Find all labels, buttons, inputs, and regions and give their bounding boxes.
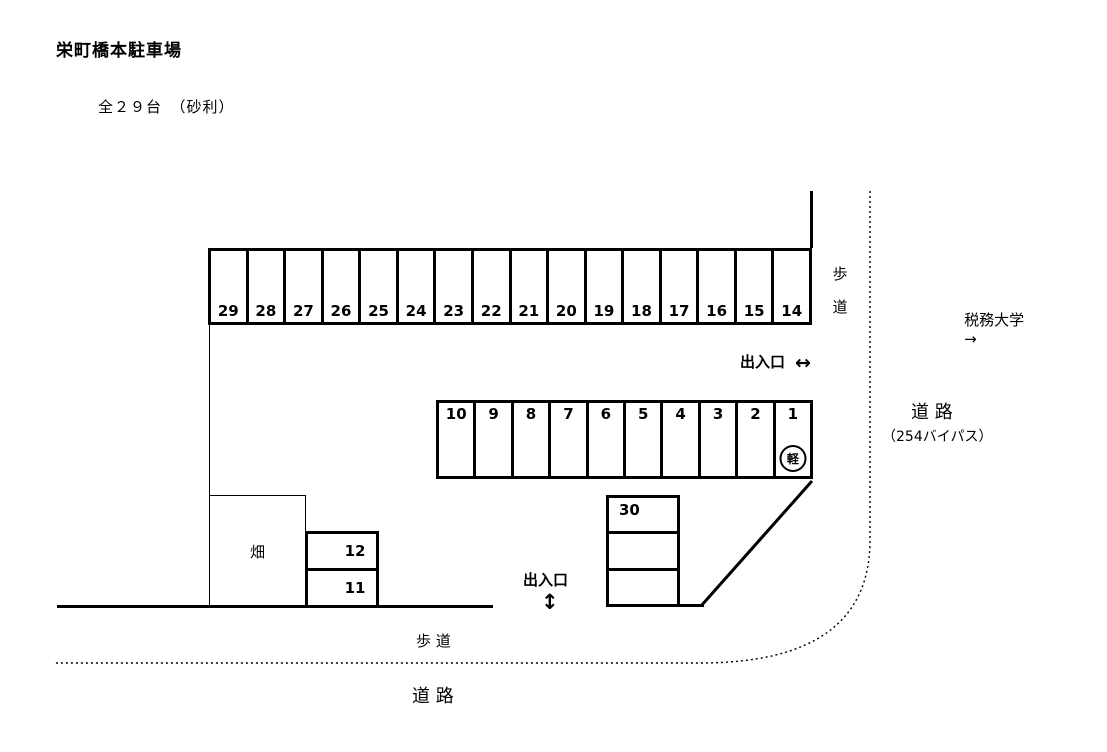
- road-label-bottom: 道 路: [412, 686, 454, 707]
- sidewalk-char-2: 道: [832, 298, 848, 316]
- space-number: 25: [368, 302, 389, 320]
- page-title: 栄町橋本駐車場: [56, 41, 182, 61]
- space-number: 16: [706, 302, 728, 320]
- space-number: 7: [563, 405, 574, 423]
- parking-space-14: 14: [774, 251, 809, 322]
- space-number: 27: [292, 302, 314, 320]
- parking-space-28: 28: [249, 251, 287, 322]
- space-number: 9: [488, 405, 499, 423]
- parking-stack-30: 30: [606, 495, 680, 607]
- stack-bottom-extension-line: [678, 604, 704, 607]
- diagonal-edge-line: [699, 480, 814, 607]
- space-number: 21: [518, 302, 540, 320]
- entrance-text: 出入口: [740, 353, 786, 371]
- space-number: 24: [405, 302, 427, 320]
- parking-space-16: 16: [699, 251, 737, 322]
- parking-space-7: 7: [551, 403, 589, 476]
- parking-space-18: 18: [624, 251, 662, 322]
- parking-space-27: 27: [286, 251, 324, 322]
- parking-space-2: 2: [738, 403, 776, 476]
- destination-label: 税務大学 →: [945, 291, 1024, 366]
- space-number: 14: [781, 302, 803, 320]
- parking-space-29: 29: [211, 251, 249, 322]
- space-number: 6: [600, 405, 612, 423]
- stack-cell-empty-2: [609, 571, 677, 604]
- parking-space-5: 5: [626, 403, 664, 476]
- parking-row-middle: 10 9 8 7 6 5 4 3 2 1 軽: [436, 400, 813, 479]
- space-number: 23: [443, 302, 465, 320]
- parking-space-20: 20: [549, 251, 587, 322]
- space-number: 19: [593, 302, 615, 320]
- parking-pair-12-11: 12 11: [305, 531, 379, 608]
- parking-space-17: 17: [662, 251, 700, 322]
- destination-text: 税務大学: [964, 311, 1025, 329]
- sidewalk-char-1: 歩: [832, 265, 848, 283]
- parking-space-6: 6: [589, 403, 627, 476]
- space-number: 10: [445, 405, 467, 423]
- parking-space-23: 23: [436, 251, 474, 322]
- parking-space-10: 10: [439, 403, 477, 476]
- space-number: 4: [675, 405, 686, 423]
- space-number: 18: [631, 302, 652, 320]
- parking-row-top: 29 28 27 26 25 24 23 22 21 20 19 18 17 1…: [208, 248, 812, 325]
- capacity-note: 全２９台 （砂利）: [98, 98, 235, 116]
- parking-space-22: 22: [474, 251, 512, 322]
- parking-space-24: 24: [399, 251, 437, 322]
- space-number: 20: [555, 302, 577, 320]
- space-number: 8: [525, 405, 537, 423]
- parking-space-19: 19: [587, 251, 625, 322]
- kei-car-badge: 軽: [779, 445, 807, 472]
- space-number: 1: [787, 405, 799, 423]
- parking-space-4: 4: [663, 403, 701, 476]
- parking-space-21: 21: [512, 251, 550, 322]
- parking-space-26: 26: [324, 251, 362, 322]
- parking-space-1: 1 軽: [776, 403, 810, 476]
- parking-space-9: 9: [476, 403, 514, 476]
- parking-space-30: 30: [609, 498, 677, 535]
- road-label-right: 道 路: [911, 402, 953, 423]
- parking-space-3: 3: [701, 403, 739, 476]
- space-number: 2: [750, 405, 761, 423]
- horizontal-double-arrow-icon: ↔: [795, 352, 811, 374]
- field-area: 畑: [209, 495, 306, 608]
- space-number: 17: [668, 302, 690, 320]
- sidewalk-label-right: 歩 道: [831, 258, 849, 324]
- field-label: 畑: [249, 543, 265, 561]
- parking-space-15: 15: [737, 251, 775, 322]
- boundary-line-top-right: [810, 191, 813, 248]
- space-number: 28: [255, 302, 277, 320]
- stack-cell-empty-1: [609, 534, 677, 571]
- space-number: 12: [344, 542, 366, 560]
- right-arrow-icon: →: [964, 330, 977, 348]
- parking-space-11: 11: [308, 571, 376, 605]
- entrance-label-right: 出入口 ↔: [740, 351, 811, 374]
- space-number: 29: [217, 302, 239, 320]
- sidewalk-label-bottom: 歩 道: [416, 632, 451, 650]
- space-number: 11: [344, 579, 366, 597]
- vertical-double-arrow-icon: ↕: [541, 590, 559, 614]
- parking-space-12: 12: [308, 534, 376, 571]
- road-detail-right: （254バイパス）: [882, 429, 993, 445]
- parking-space-25: 25: [361, 251, 399, 322]
- parking-space-8: 8: [514, 403, 552, 476]
- space-number: 26: [330, 302, 352, 320]
- space-number: 15: [743, 302, 765, 320]
- space-number: 30: [619, 501, 640, 519]
- entrance-label-bottom: 出入口: [523, 571, 569, 589]
- space-number: 5: [638, 405, 649, 423]
- space-number: 22: [480, 302, 502, 320]
- space-number: 3: [712, 405, 724, 423]
- boundary-line-left: [209, 323, 210, 496]
